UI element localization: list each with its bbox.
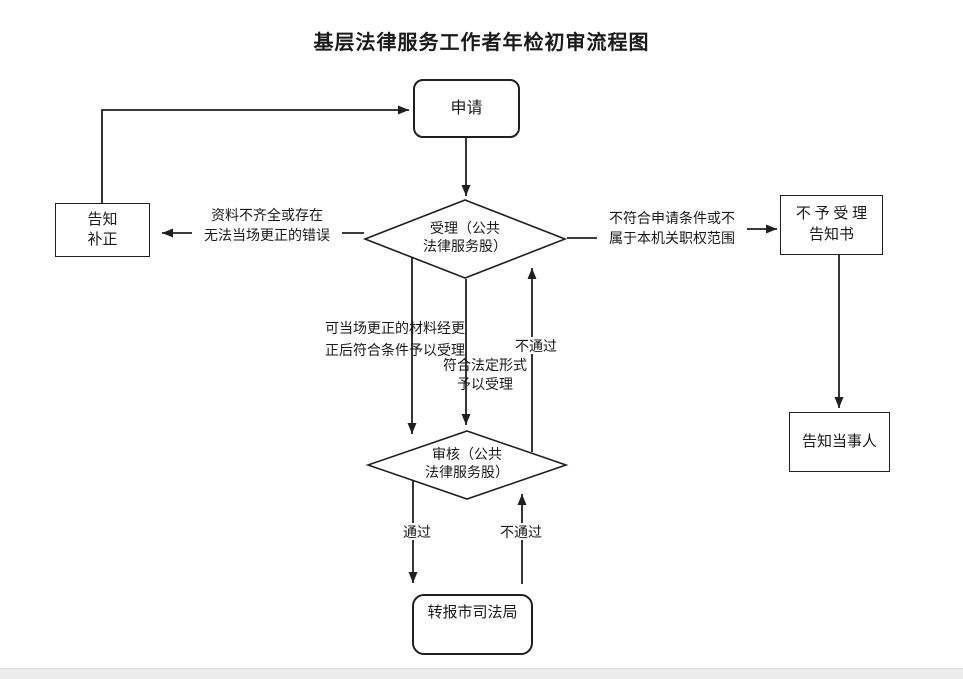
edge-label-line: 资料不齐全或存在 [211, 209, 323, 224]
notify-correction-node: 告知 补正 [55, 203, 150, 257]
edge-label-line: 不符合申请条件或不 [609, 212, 735, 227]
edge-label-correctable: 可当场更正的材料经更 正后符合条件予以受理 [315, 319, 475, 363]
inform-party-label: 告知当事人 [801, 434, 877, 450]
rejection-notice-node: 不 予 受 理 告知书 [780, 195, 883, 255]
edge-label-line: 正后符合条件予以受理 [325, 344, 465, 359]
apply-node: 申请 [413, 79, 520, 138]
bottom-scroll-strip [0, 668, 963, 679]
edge-label-pass: 通过 [392, 523, 442, 541]
notify-correction-line: 告知 [87, 212, 118, 228]
review-node-line: 法律服务股） [425, 466, 509, 481]
edge-label-line: 可当场更正的材料经更 [325, 322, 465, 337]
page-title: 基层法律服务工作者年检初审流程图 [313, 32, 650, 54]
notify-correction-line: 补正 [87, 232, 118, 248]
edge-label-line: 符合法定形式 [443, 359, 527, 374]
forward-bureau-node: 转报市司法局 [412, 594, 533, 655]
apply-node-label: 申请 [450, 99, 483, 117]
accept-node-line: 受理（公共 [430, 222, 500, 237]
accept-diamond [362, 199, 568, 279]
edge-label-fail-to-accept: 不通过 [506, 337, 566, 355]
edge-label-fail-to-review: 不通过 [491, 523, 551, 541]
inform-party-node: 告知当事人 [789, 412, 890, 472]
edge-label-line: 属于本机关职权范围 [609, 232, 735, 247]
edge-correction-to-apply [101, 105, 409, 203]
review-diamond [365, 430, 569, 500]
edge-label-line: 无法当场更正的错误 [204, 229, 330, 244]
review-node-label: 审核（公共 法律服务股） [368, 431, 566, 499]
edge-label-incomplete: 资料不齐全或存在 无法当场更正的错误 [192, 207, 342, 247]
rejection-notice-line: 告知书 [808, 227, 854, 243]
edge-label-line: 予以受理 [457, 378, 513, 393]
edge-label-not-qualified: 不符合申请条件或不 属于本机关职权范围 [597, 210, 747, 250]
forward-bureau-label: 转报市司法局 [427, 605, 518, 621]
rejection-notice-line: 不 予 受 理 [795, 206, 868, 222]
edge-label-legal-form: 符合法定形式 予以受理 [435, 357, 535, 395]
accept-node-label: 受理（公共 法律服务股） [365, 203, 565, 275]
accept-node-line: 法律服务股） [423, 240, 507, 255]
review-node-line: 审核（公共 [432, 448, 502, 463]
